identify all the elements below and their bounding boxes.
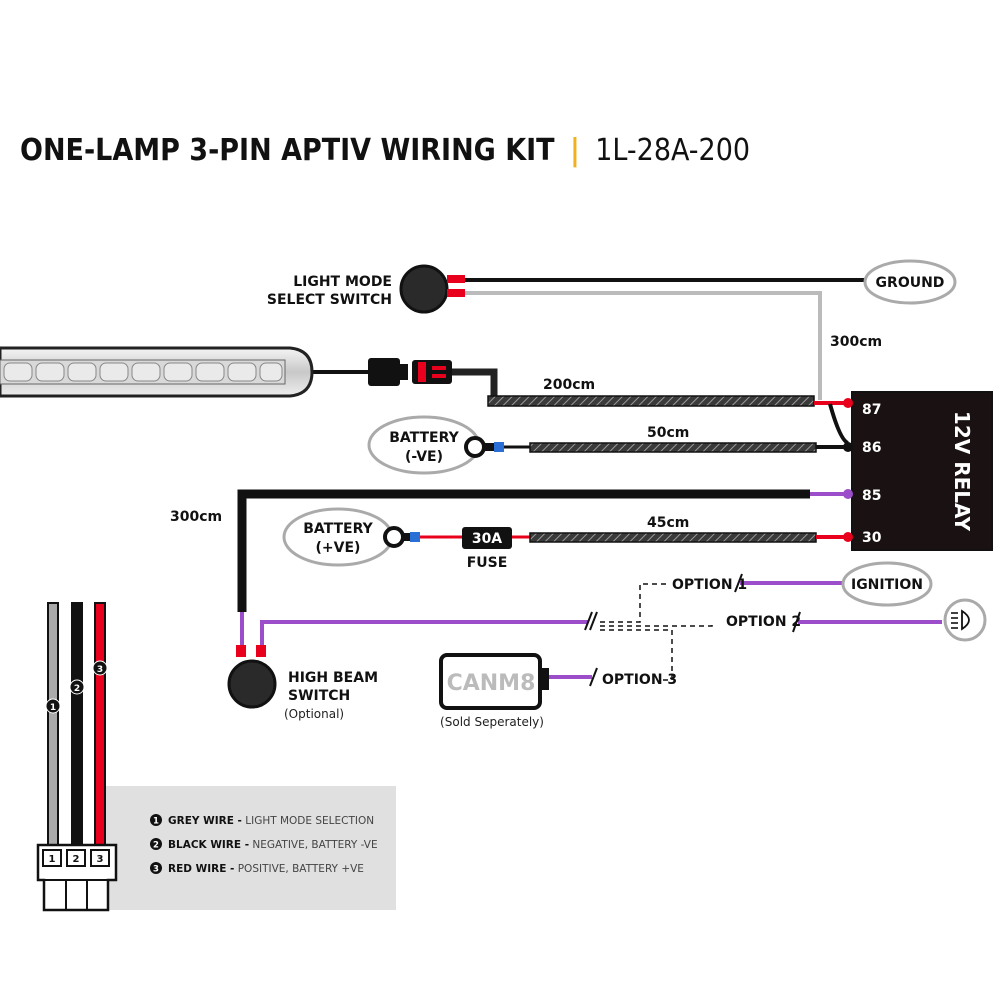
relay: 12V RELAY 87 86 85 30	[843, 391, 993, 551]
legend-strong-2: BLACK WIRE -	[168, 839, 249, 851]
ignition-label: IGNITION	[851, 577, 923, 593]
jumper-87-86	[828, 403, 850, 445]
canm8-label: CANM8	[447, 671, 536, 696]
light-bar	[0, 346, 314, 398]
connector-pin-1: 1	[49, 854, 56, 865]
legend-strong-1: GREY WIRE -	[168, 815, 242, 827]
legend-num-3: 3	[153, 865, 159, 875]
ignition-badge	[841, 561, 933, 607]
black-wire-300cm	[237, 489, 810, 612]
relay-pin-85: 85	[862, 488, 881, 504]
light-mode-label-1: LIGHT MODE	[293, 274, 392, 290]
fuse-value: 30A	[472, 531, 502, 547]
battery-neg-label-1: BATTERY	[389, 430, 459, 446]
fuse-label: FUSE	[467, 555, 508, 571]
option1-label: OPTION 1	[672, 577, 747, 593]
title-main: ONE-LAMP 3-PIN APTIV WIRING KIT	[20, 133, 555, 168]
canm8-note: (Sold Seperately)	[440, 715, 544, 729]
braid-200cm	[487, 395, 815, 407]
relay-pin-87: 87	[862, 402, 881, 418]
battery-neg-label-2: (-VE)	[405, 449, 443, 465]
connector-tail	[452, 368, 498, 402]
connector-pin-3: 3	[97, 854, 104, 865]
svg-text:GREY WIRE - LIGHT MODE SELECTI: GREY WIRE - LIGHT MODE SELECTION	[168, 815, 374, 827]
relay-pin-86: 86	[862, 440, 881, 456]
legend-light-3: POSITIVE, BATTERY +VE	[234, 863, 364, 875]
legend-light-1: LIGHT MODE SELECTION	[242, 815, 374, 827]
battery-pos-badge	[282, 507, 394, 567]
option2-label: OPTION 2	[726, 614, 801, 630]
svg-text:ONE-LAMP 3-PIN APTIV WIRING KI: ONE-LAMP 3-PIN APTIV WIRING KIT | 1L-28A…	[20, 133, 750, 168]
ground-badge	[863, 259, 957, 305]
length-300-top: 300cm	[830, 334, 882, 350]
break-marks	[584, 573, 801, 687]
grey-wire-switch-to-relay	[465, 291, 822, 400]
svg-text:BLACK WIRE - NEGATIVE, BATTERY: BLACK WIRE - NEGATIVE, BATTERY -VE	[168, 839, 378, 851]
legend-strong-3: RED WIRE -	[168, 863, 234, 875]
option3-label: OPTION 3	[602, 672, 677, 688]
light-mode-switch	[399, 264, 465, 314]
length-300-left: 300cm	[170, 509, 222, 525]
relay-pin-30: 30	[862, 530, 882, 546]
title-block: ONE-LAMP 3-PIN APTIV WIRING KIT | 1L-28A…	[20, 133, 750, 168]
purple-wire-high-beam	[260, 620, 588, 645]
legend-num-1: 1	[153, 817, 159, 827]
legend-entries: 1 GREY WIRE - LIGHT MODE SELECTION 2 BLA…	[150, 814, 378, 875]
option-dashed-lines	[600, 583, 713, 681]
length-200: 200cm	[543, 377, 595, 393]
svg-text:RED WIRE - POSITIVE, BATTERY +: RED WIRE - POSITIVE, BATTERY +VE	[168, 863, 364, 875]
legend-light-2: NEGATIVE, BATTERY -VE	[249, 839, 378, 851]
battery-pos-label-2: (+VE)	[316, 540, 361, 556]
length-50: 50cm	[647, 425, 689, 441]
length-45: 45cm	[647, 515, 689, 531]
braid-45cm	[529, 532, 817, 543]
high-beam-switch	[227, 645, 277, 709]
high-beam-label-1: HIGH BEAM	[288, 670, 378, 686]
wire-connector-illustration	[36, 602, 118, 912]
title-separator: |	[570, 133, 580, 168]
title-code: 1L-28A-200	[595, 133, 750, 168]
wire-marker-1: 1	[50, 703, 56, 713]
aptiv-connector	[368, 358, 452, 386]
braid-50cm	[529, 442, 817, 453]
ring-terminal-neg	[464, 436, 504, 458]
wire-marker-3: 3	[97, 665, 103, 675]
canm8-module: CANM8	[439, 653, 549, 710]
ring-terminal-pos	[383, 526, 420, 548]
wire-marker-2: 2	[74, 684, 80, 694]
ground-label: GROUND	[876, 275, 945, 291]
relay-label: 12V RELAY	[950, 411, 974, 532]
fuse: 30A	[462, 527, 512, 549]
high-beam-indicator-icon	[943, 598, 987, 642]
high-beam-label-2: SWITCH	[288, 688, 350, 704]
light-mode-label-2: SELECT SWITCH	[267, 292, 392, 308]
connector-pin-2: 2	[73, 854, 80, 865]
battery-pos-label-1: BATTERY	[303, 521, 373, 537]
high-beam-optional: (Optional)	[284, 707, 344, 721]
legend-num-2: 2	[153, 841, 159, 851]
